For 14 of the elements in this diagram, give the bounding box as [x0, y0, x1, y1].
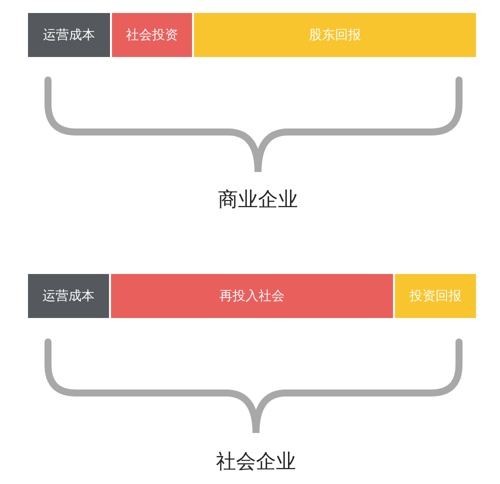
bar-segment [112, 13, 192, 57]
segment-label: 投资回报 [410, 288, 462, 305]
bar-segment [28, 274, 109, 318]
segment-label: 股东回报 [309, 27, 361, 44]
bar-segment [194, 13, 476, 57]
segment-label: 再投入社会 [220, 288, 284, 305]
bar-segment [395, 274, 476, 318]
bar-segment [28, 13, 110, 57]
group-label: 商业企业 [217, 186, 299, 213]
segment-label: 运营成本 [42, 288, 94, 305]
segment-label: 社会投资 [126, 27, 178, 44]
group-label: 社会企业 [215, 448, 297, 475]
segment-label: 运营成本 [43, 27, 95, 44]
bar-segment [111, 274, 393, 318]
